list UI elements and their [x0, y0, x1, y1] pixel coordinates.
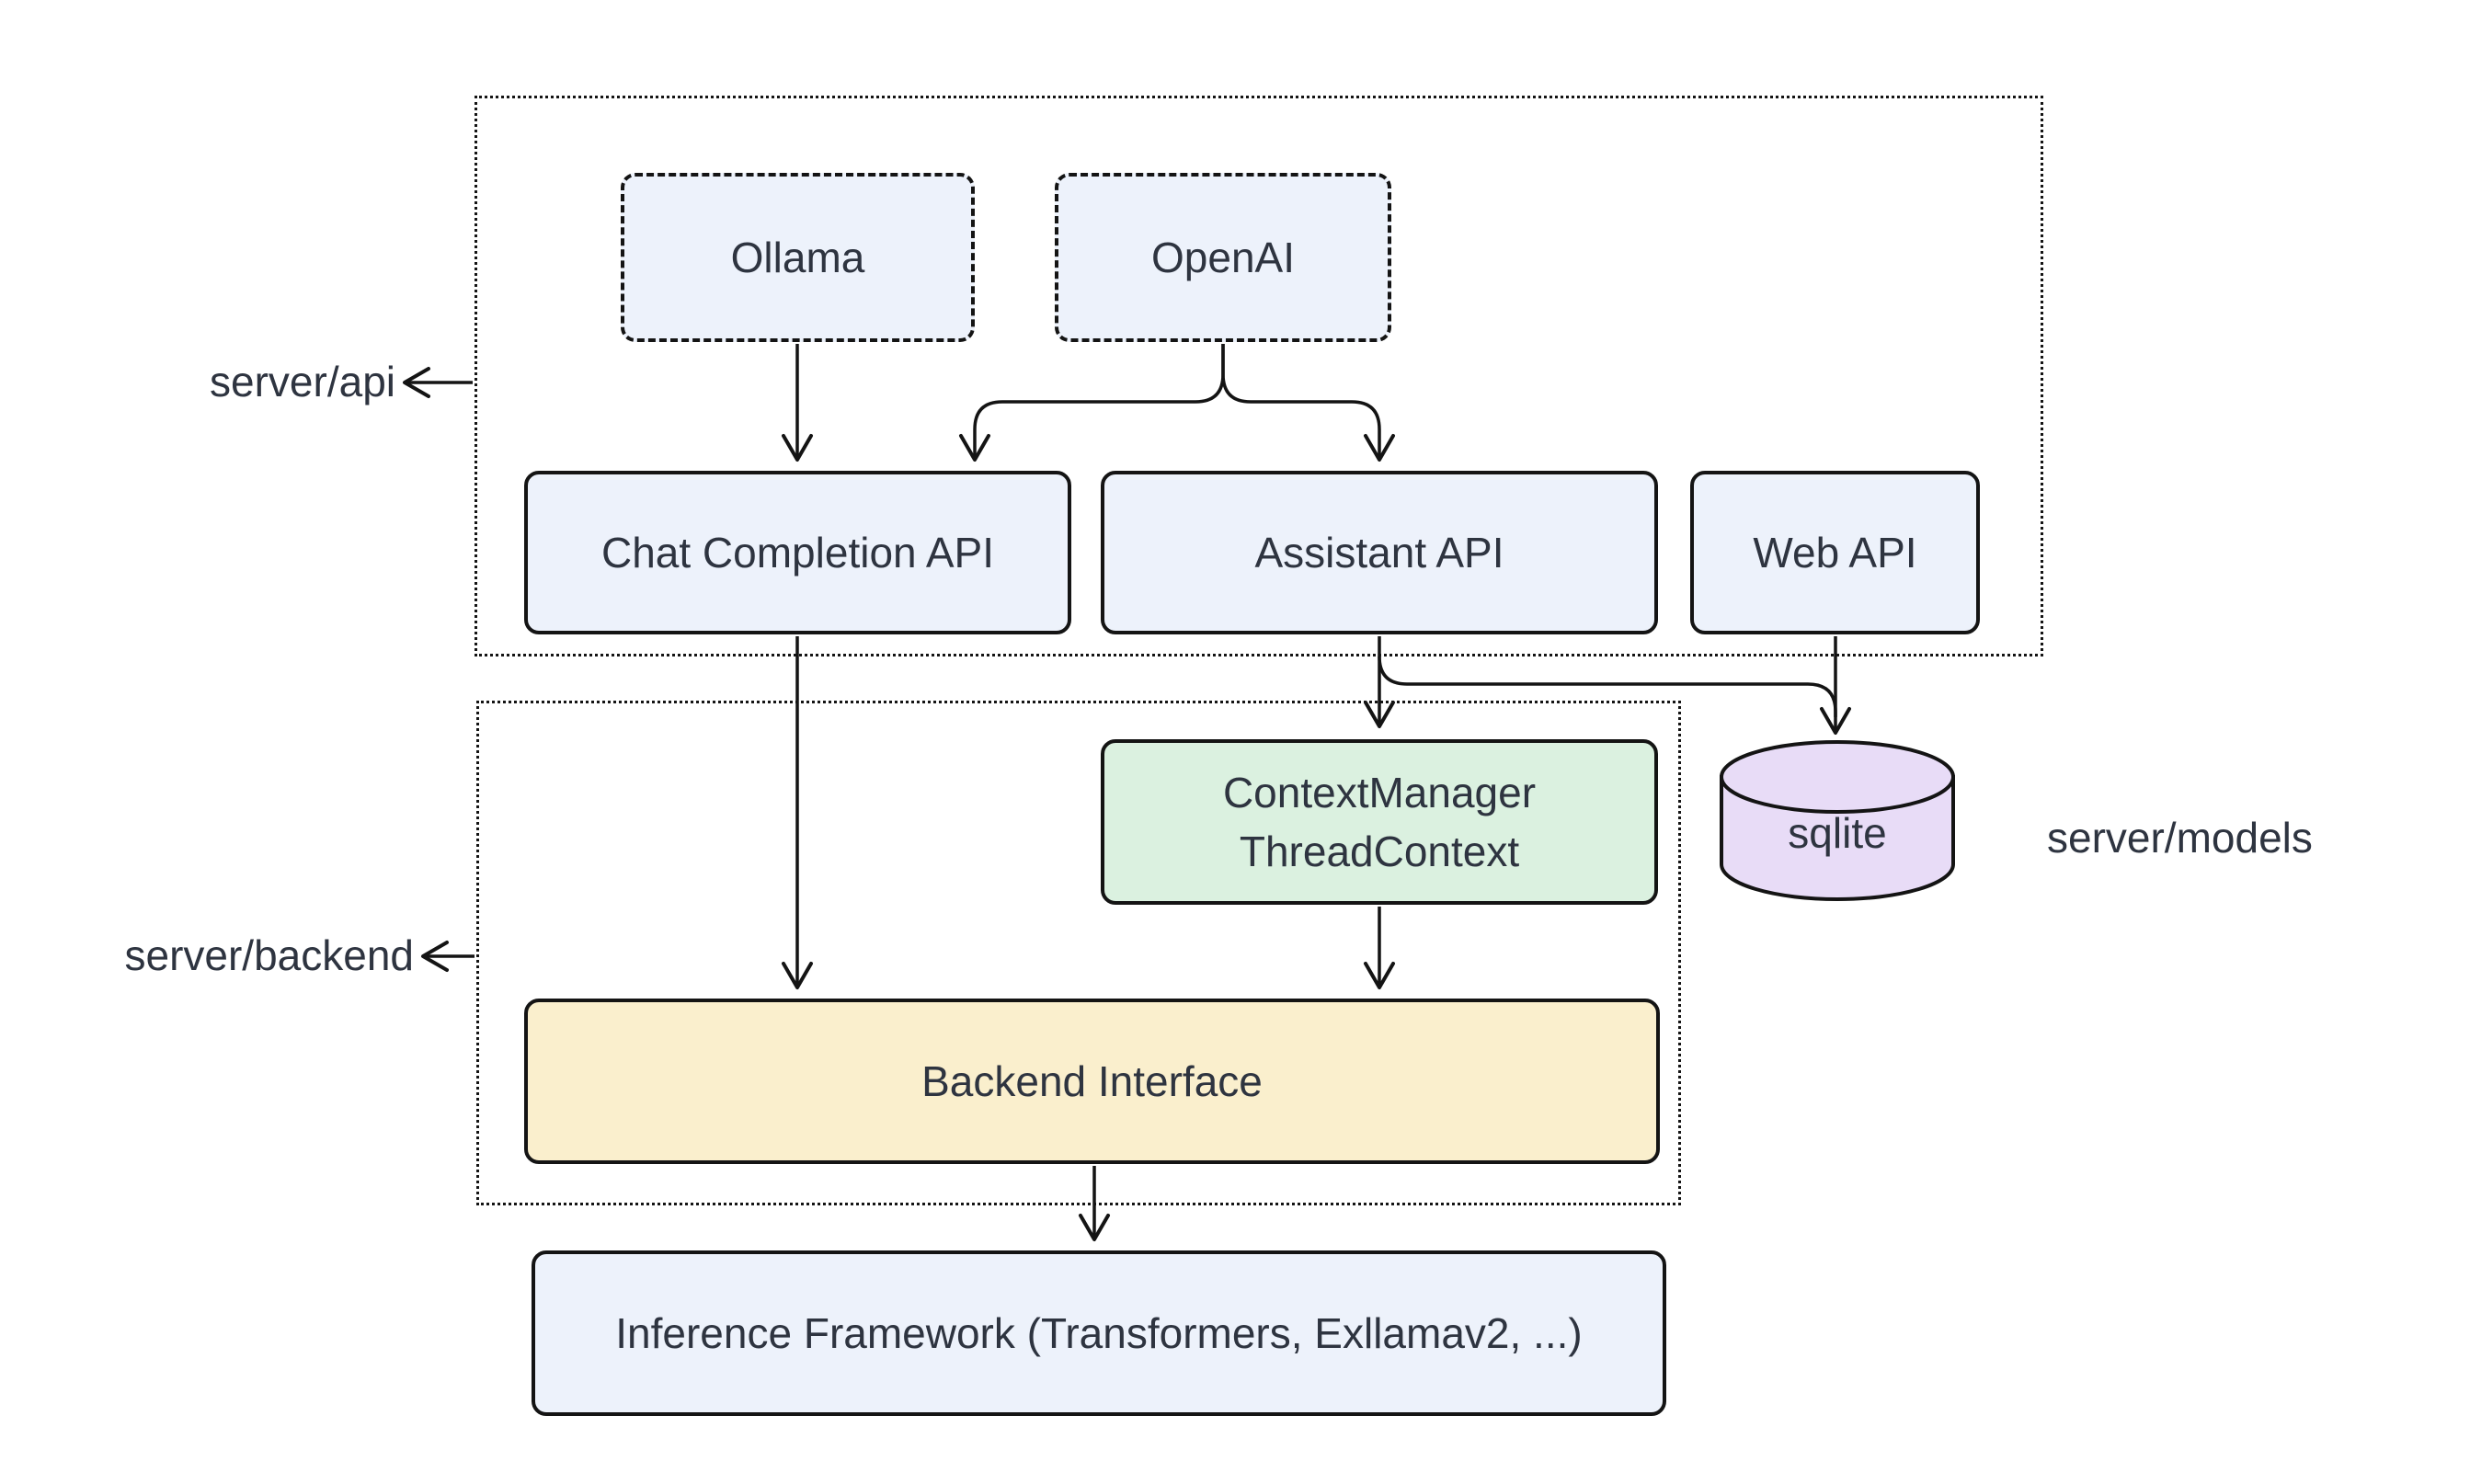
- node-ollama-label: Ollama: [730, 233, 865, 281]
- node-chat-completion-api-label: Chat Completion API: [600, 528, 994, 576]
- edge-openai-to-assistant: [1221, 344, 1395, 462]
- label-server-api: server/api: [210, 358, 395, 405]
- node-inference-framework: Inference Framework (Transformers, Exlla…: [532, 1250, 1666, 1416]
- node-inference-framework-label: Inference Framework (Transformers, Exlla…: [615, 1308, 1583, 1357]
- node-context-manager-label-line1: ContextManager: [1222, 768, 1537, 816]
- node-backend-interface: Backend Interface: [524, 999, 1660, 1164]
- node-assistant-api-label: Assistant API: [1254, 528, 1504, 576]
- label-server-models: server/models: [2047, 814, 2313, 862]
- sqlite-label: sqlite: [1788, 809, 1887, 857]
- node-assistant-api: Assistant API: [1101, 471, 1658, 634]
- node-web-api-label: Web API: [1753, 528, 1917, 576]
- sqlite-cylinder-top: [1720, 740, 1955, 814]
- sqlite-cylinder: [1720, 740, 1955, 901]
- node-openai-label: OpenAI: [1151, 233, 1295, 281]
- container-server-backend: [476, 701, 1681, 1205]
- edge-openai-to-chat-completion: [959, 344, 1225, 462]
- node-context-manager-label-line2: ThreadContext: [1239, 828, 1520, 875]
- node-openai: OpenAI: [1055, 173, 1391, 342]
- node-web-api: Web API: [1690, 471, 1980, 634]
- node-backend-interface-label: Backend Interface: [921, 1056, 1263, 1105]
- node-context-manager: ContextManager ThreadContext: [1101, 739, 1658, 905]
- node-ollama: Ollama: [621, 173, 975, 342]
- label-server-backend: server/backend: [124, 931, 415, 979]
- edge-assistant-to-sqlite: [1378, 656, 1837, 717]
- container-server-api: [475, 96, 2043, 656]
- node-chat-completion-api: Chat Completion API: [524, 471, 1071, 634]
